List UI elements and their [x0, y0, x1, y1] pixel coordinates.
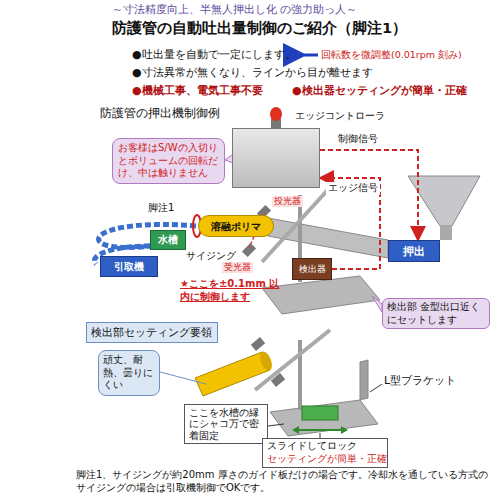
node-label: お客様はS/Wの入切りとボリュームの回転だけ、中は触りません: [118, 142, 219, 180]
text-label: 投光器: [272, 196, 303, 207]
detector-box: 検出器: [292, 258, 332, 280]
node-text: セッティングが簡単・正確: [267, 453, 383, 466]
arrow-head: [341, 426, 348, 434]
receiver: [271, 373, 285, 387]
extruder-box: 押出: [388, 240, 440, 262]
controller-box: エッジコントローラ: [232, 128, 320, 188]
receiver: [242, 243, 256, 257]
sensor-arm: [255, 330, 330, 390]
water-tank: 水槽: [150, 230, 186, 250]
callout-box: 検出部 金型出口近くにセットします: [382, 298, 490, 329]
leader-line: [268, 424, 284, 426]
callout-box: 頑丈、耐熱、曇りにくい: [98, 350, 160, 396]
tube-end: [258, 350, 275, 372]
edge-label: エッジ信号: [326, 182, 380, 195]
base-plate: [262, 276, 380, 314]
node-label: ここを水槽の縁にシャコ万で密着固定: [189, 407, 263, 441]
callout-box: ここを水槽の縁にシャコ万で密着固定: [184, 404, 268, 444]
polymer-cylinder: 溶融ポリマ: [198, 215, 274, 237]
node-label: 溶融ポリマ: [199, 220, 273, 234]
text-label: 回転数を微調整(0.01rpm 刻み): [321, 49, 462, 61]
node-label: 引取機: [101, 260, 157, 274]
signal-connector: [320, 150, 418, 240]
callout-box: スライドしてロックセッティングが簡単・正確: [262, 438, 388, 468]
text-label: ～寸法精度向上、半無人押出し化 の強力助っ人～: [112, 3, 358, 17]
leader-line: [160, 372, 206, 384]
text-label: ●寸法異常が無くなり、ラインから目が離せます: [132, 66, 373, 80]
footnote: 脚注1、サイジングが約20mm 厚さのガイド板だけの場合です。冷却水を通している…: [76, 468, 490, 494]
pointer-arrow: [304, 54, 318, 57]
arrow-head: [292, 426, 299, 434]
node-label: エッジコントローラ: [295, 109, 385, 123]
title: 防護管の自動吐出量制御のご紹介（脚注1）: [112, 19, 407, 37]
edge-label: 制御信号: [336, 133, 380, 146]
signal-connector: [320, 178, 380, 269]
text-label: ●機械工事、電気工事不要: [132, 84, 263, 98]
haul-off-box: 引取機: [100, 256, 158, 277]
lamp: [270, 107, 282, 121]
text-label: 防護管の押出機制御例: [100, 106, 220, 120]
bracket-plate: [270, 400, 378, 436]
node-label: スライドしてロック: [267, 440, 383, 453]
text-label: L型ブラケット: [384, 374, 456, 388]
node-label: 検出器: [293, 263, 331, 276]
slide-block: [302, 406, 338, 420]
leader-line: [370, 384, 382, 392]
emitter: [251, 337, 265, 351]
node-label: 頑丈、耐熱、曇りにくい: [103, 354, 155, 392]
node-label: 検出部セッティング要領: [91, 325, 213, 340]
callout-tail: [372, 296, 382, 312]
node-label: 水槽: [151, 233, 185, 247]
text-label: サイジング: [186, 250, 236, 263]
l-bracket: [360, 360, 368, 400]
node-label: 押出: [389, 244, 439, 259]
text-label: ★ここを±0.1mm 以内に制御します: [180, 278, 280, 303]
hopper-neck: [440, 226, 452, 240]
text-label: 脚注1: [148, 202, 174, 215]
text-label: 受光器: [222, 262, 253, 273]
polymer-tube: [195, 352, 270, 396]
slide-arrow: [296, 429, 344, 431]
node-label: 検出部 金型出口近くにセットします: [387, 301, 485, 326]
text-label: ●吐出量を自動で一定にします。: [132, 48, 296, 62]
callout-box: お客様はS/Wの入切りとボリュームの回転だけ、中は触りません: [112, 138, 225, 184]
text-label: ●検出器セッティングが簡単・正確: [292, 84, 467, 98]
section-band: 検出部セッティング要領: [86, 322, 218, 343]
